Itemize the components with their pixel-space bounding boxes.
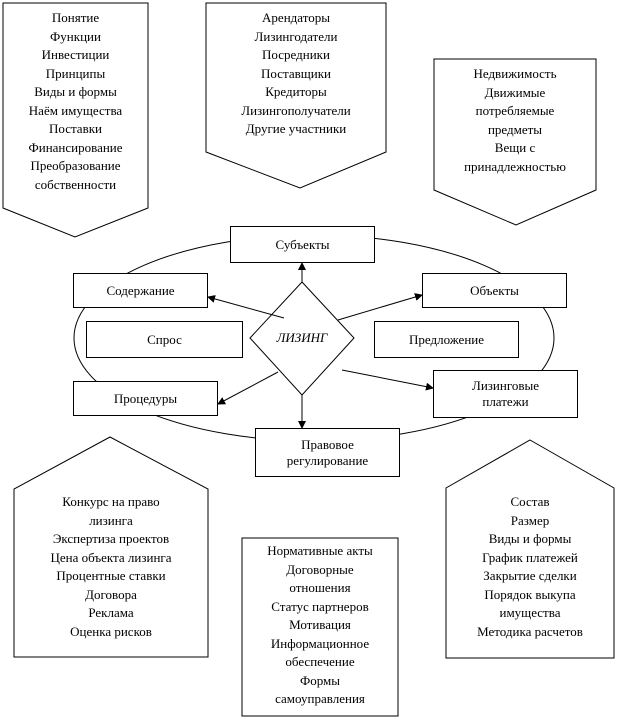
list-item: Посредники — [262, 47, 330, 62]
list-item: Оценка рисков — [70, 623, 152, 639]
list-item: Инвестиции — [41, 47, 110, 62]
payments-line-2: платежи — [482, 394, 529, 409]
list-item: Поставки — [48, 121, 102, 136]
procedures-list: Конкурс на право лизинга Экспертиза прое… — [14, 493, 208, 641]
legal-line-1: Правовое — [301, 436, 354, 452]
list-item: Нормативные акты — [267, 543, 373, 558]
list-item: Поставщики — [261, 65, 331, 81]
content-box: Содержание — [73, 273, 208, 308]
list-item: Движимые — [484, 84, 546, 100]
objects-box: Объекты — [422, 273, 567, 308]
arrow-to-payments — [341, 369, 434, 391]
list-item: Конкурс на право — [62, 494, 160, 509]
supply-box: Предложение — [374, 321, 519, 358]
list-item: Понятие — [51, 10, 100, 25]
list-item: Мотивация — [289, 617, 351, 632]
concept-list: Понятие Функции Инвестиции Принципы Виды… — [3, 9, 148, 194]
payments-line-1: Лизинговые — [472, 378, 539, 393]
participants-callout-shape — [205, 2, 387, 189]
list-item: Другие участники — [245, 121, 347, 136]
center-label: ЛИЗИНГ — [276, 330, 328, 345]
list-item: предметы — [487, 121, 543, 137]
demand-box: Спрос — [86, 321, 243, 358]
list-item: Процентные ставки — [56, 568, 166, 583]
objects-list: Недвижимость Движимые потребляемые предм… — [434, 65, 596, 176]
list-item: График платежей — [482, 549, 578, 565]
list-item: Функции — [50, 28, 101, 44]
list-item: Вещи с — [494, 140, 536, 155]
list-item: Реклама — [88, 605, 134, 620]
list-item: Наём имущества — [28, 102, 123, 118]
arrow-to-objects — [337, 293, 423, 321]
list-item: Экспертиза проектов — [52, 531, 170, 546]
list-item: Принципы — [45, 65, 106, 81]
list-item: Недвижимость — [473, 66, 557, 81]
list-item: собственности — [34, 176, 117, 192]
list-item: Размер — [510, 512, 550, 528]
legal-box: Правовое регулирование — [255, 428, 400, 477]
list-item: обеспечение — [285, 654, 355, 669]
list-item: Формы — [299, 672, 341, 688]
list-item: Преобразование — [30, 158, 121, 173]
list-item: потребляемые — [475, 103, 555, 118]
list-item: Закрытие сделки — [483, 568, 577, 583]
subjects-box: Субъекты — [230, 226, 375, 263]
objects-callout-shape — [433, 58, 597, 226]
payments-list: Состав Размер Виды и формы График платеж… — [446, 493, 614, 641]
list-item: Договора — [85, 586, 137, 602]
list-item: Лизингополучатели — [241, 102, 351, 118]
list-item: принадлежностью — [464, 158, 566, 174]
list-item: отношения — [289, 580, 351, 595]
list-item: самоуправления — [275, 691, 365, 706]
legal-list: Нормативные акты Договорные отношения Ст… — [242, 542, 398, 709]
arrow-to-procedures — [217, 371, 279, 405]
list-item: Лизингодатели — [254, 28, 338, 44]
list-item: Порядок выкупа — [484, 586, 576, 602]
list-item: Виды и формы — [34, 84, 117, 99]
arrow-to-content — [207, 295, 285, 319]
list-item: Цена объекта лизинга — [50, 549, 172, 565]
list-item: Договорные — [286, 561, 354, 577]
list-item: Арендаторы — [262, 10, 330, 25]
legal-callout-shape — [241, 537, 399, 717]
concept-callout-shape — [2, 2, 149, 238]
procedures-box: Процедуры — [73, 381, 218, 416]
payments-box: Лизинговые платежи — [433, 370, 578, 418]
list-item: Методика расчетов — [477, 623, 583, 639]
list-item: Финансирование — [28, 139, 123, 155]
list-item: имущества — [499, 605, 561, 620]
participants-list: Арендаторы Лизингодатели Посредники Пост… — [206, 9, 386, 139]
procedures-callout-shape — [13, 436, 209, 658]
payments-callout-shape — [445, 439, 615, 659]
list-item: Кредиторы — [265, 84, 327, 99]
list-item: Статус партнеров — [271, 598, 369, 614]
legal-line-2: регулирование — [286, 452, 369, 468]
list-item: Состав — [510, 494, 550, 509]
list-item: Виды и формы — [488, 531, 572, 546]
list-item: Информационное — [270, 635, 370, 651]
list-item: лизинга — [89, 512, 133, 528]
